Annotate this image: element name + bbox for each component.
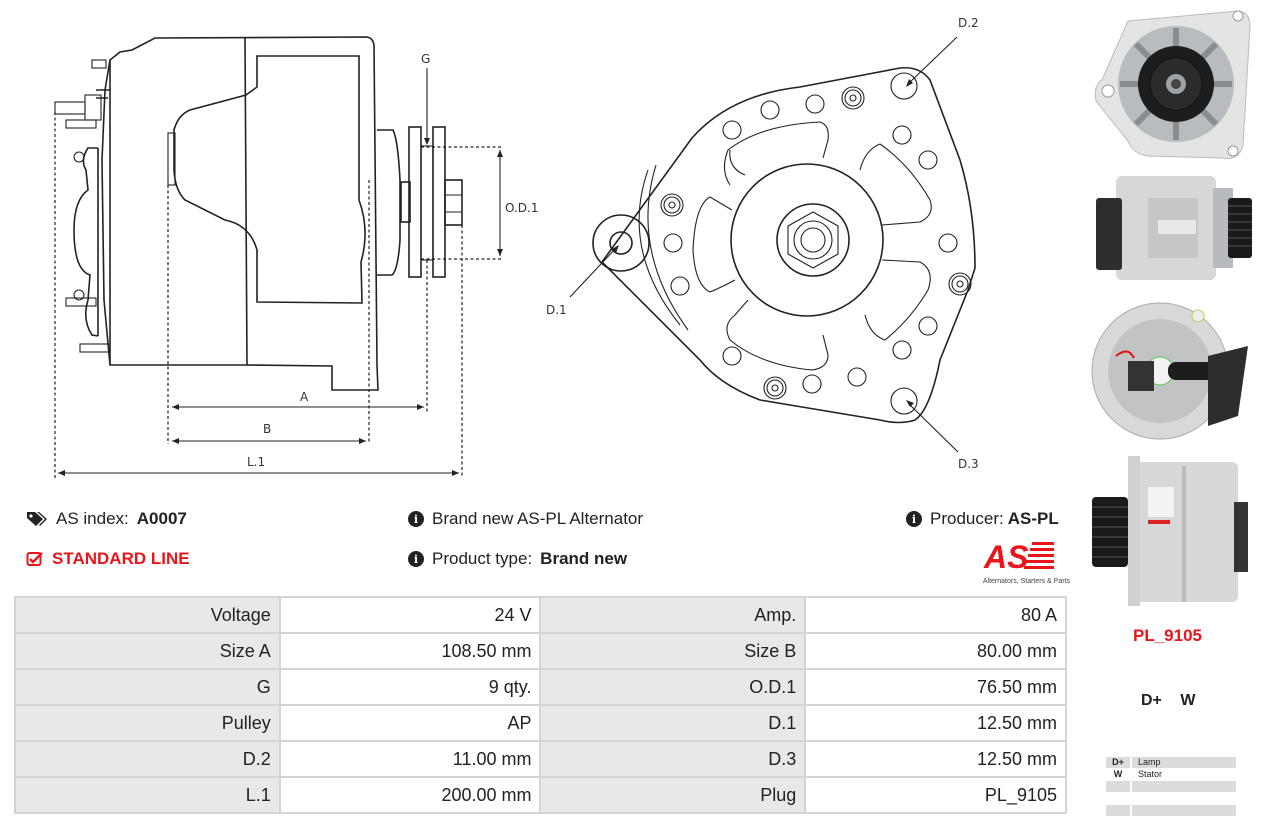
spec-key: D.3 — [541, 742, 805, 776]
spec-value: 11.00 mm — [280, 742, 540, 776]
plug-legend-terminal: W — [1113, 769, 1123, 779]
as-logo-tagline: Alternators, Starters & Parts — [982, 578, 1070, 585]
spec-key: D.1 — [541, 706, 805, 740]
spec-value: 200.00 mm — [280, 778, 540, 812]
producer-label: Producer: — [930, 509, 1004, 528]
as-logo: AS Alternators, Starters & Parts — [964, 538, 1070, 585]
spec-value: 9 qty. — [280, 670, 540, 704]
spec-value: 76.50 mm — [806, 670, 1065, 704]
label-a: A — [300, 390, 309, 404]
plug-legend-description — [1132, 805, 1236, 816]
alternator-front-outline — [569, 36, 976, 453]
standard-line-label: STANDARD LINE — [52, 549, 190, 568]
plug-legend-description — [1132, 793, 1236, 804]
spec-value: 80.00 mm — [806, 634, 1065, 668]
product-photo-side[interactable] — [1088, 168, 1256, 286]
spec-value: PL_9105 — [806, 778, 1065, 812]
product-photo-side-rear[interactable] — [1088, 452, 1256, 610]
label-d2: D.2 — [958, 16, 979, 30]
label-b: B — [263, 422, 271, 436]
alternator-side-outline — [54, 36, 463, 391]
svg-text:AS: AS — [983, 539, 1029, 572]
as-index: AS index: A0007 — [26, 509, 187, 529]
spec-key: Plug — [541, 778, 805, 812]
product-photo-front[interactable] — [1088, 6, 1256, 166]
producer: i Producer: AS-PL — [906, 509, 1059, 529]
product-type: i Product type: Brand new — [408, 549, 627, 569]
spec-key: Size B — [541, 634, 805, 668]
spec-value: 108.50 mm — [280, 634, 540, 668]
spec-key: Amp. — [541, 598, 805, 632]
plug-legend-description: Lamp — [1132, 757, 1236, 768]
spec-key: D.2 — [16, 742, 279, 776]
producer-value: AS-PL — [1007, 509, 1059, 528]
spec-value: 24 V — [280, 598, 540, 632]
description-line: i Brand new AS-PL Alternator — [408, 509, 643, 529]
description-text: Brand new AS-PL Alternator — [432, 509, 644, 528]
product-type-label: Product type: — [432, 549, 533, 568]
as-logo-mark: AS — [983, 539, 1054, 575]
plug-legend-row: W Stator — [1106, 769, 1236, 780]
label-l1: L.1 — [247, 455, 265, 469]
checkbox-checked-icon — [26, 551, 44, 567]
label-d3: D.3 — [958, 457, 979, 471]
plug-legend-row — [1106, 781, 1236, 792]
info-icon: i — [408, 551, 424, 567]
plug-legend-terminal — [1106, 793, 1130, 804]
front-view-drawing: D.2 D.1 D.3 — [546, 16, 979, 471]
bolt-holes — [660, 72, 972, 415]
plug-terminals: D+ W — [1141, 692, 1196, 709]
product-type-value: Brand new — [540, 549, 628, 568]
spec-value: 12.50 mm — [806, 742, 1065, 776]
plug-legend-row — [1106, 805, 1236, 816]
plug-legend-description — [1132, 781, 1236, 792]
spec-value: AP — [280, 706, 540, 740]
spec-key: Voltage — [16, 598, 279, 632]
label-od1: O.D.1 — [505, 201, 538, 215]
plug-title: PL_9105 — [1133, 626, 1202, 645]
spec-value: 80 A — [806, 598, 1065, 632]
info-icon: i — [906, 511, 922, 527]
info-icon: i — [408, 511, 424, 527]
tags-icon — [26, 511, 48, 527]
spec-key: G — [16, 670, 279, 704]
product-line: STANDARD LINE — [26, 549, 190, 569]
spec-key: O.D.1 — [541, 670, 805, 704]
as-index-label: AS index: — [56, 509, 129, 528]
plug-legend-row — [1106, 793, 1236, 804]
side-view-drawing: G O.D.1 A B L.1 — [54, 36, 538, 478]
as-index-value: A0007 — [136, 509, 187, 528]
plug-legend-description: Stator — [1138, 769, 1163, 779]
label-g: G — [421, 52, 430, 66]
product-photo-rear[interactable] — [1088, 296, 1256, 446]
spec-key: L.1 — [16, 778, 279, 812]
label-d1: D.1 — [546, 303, 567, 317]
spec-key: Pulley — [16, 706, 279, 740]
dimension-lines — [54, 68, 503, 478]
spec-key: Size A — [16, 634, 279, 668]
plug-legend-terminal — [1106, 781, 1130, 792]
plug-legend-terminal — [1106, 805, 1130, 816]
spec-value: 12.50 mm — [806, 706, 1065, 740]
plug-legend-row: D+Lamp — [1106, 757, 1236, 768]
plug-legend-terminal: D+ — [1106, 757, 1130, 768]
